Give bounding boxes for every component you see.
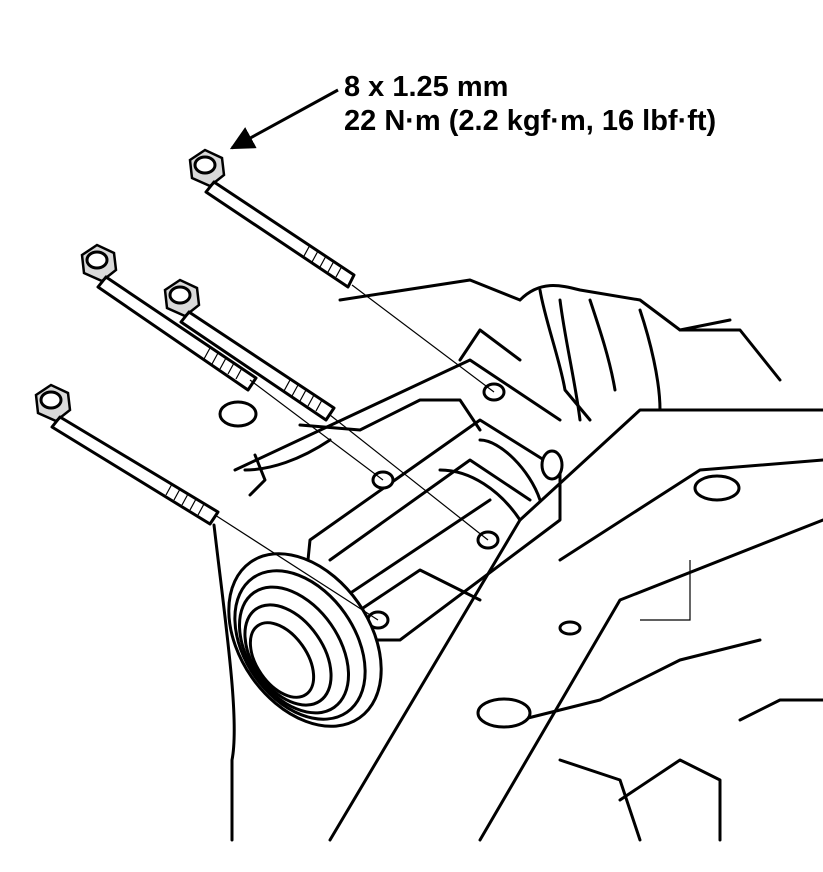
plug-hole-3 [476,697,532,729]
bolt-3 [163,278,336,422]
bolt-2 [80,243,258,392]
compressor-port [540,449,564,481]
housing-right [218,400,823,842]
bolt-size-label: 8 x 1.25 mm [344,71,509,103]
plug-hole-2 [558,620,582,636]
plug-hole-1 [693,474,741,502]
engine-block [212,278,782,842]
bolt-1 [188,148,356,289]
plug-hole-4 [218,400,258,428]
torque-spec-label: 22 N·m (2.2 kgf·m, 16 lbf·ft) [344,105,717,137]
bolt-4 [34,383,220,526]
alignment-lines [214,284,495,621]
torque-callout: 8 x 1.25 mm 22 N·m (2.2 kgf·m, 16 lbf·ft… [344,70,716,138]
leader-arrow [229,88,339,150]
